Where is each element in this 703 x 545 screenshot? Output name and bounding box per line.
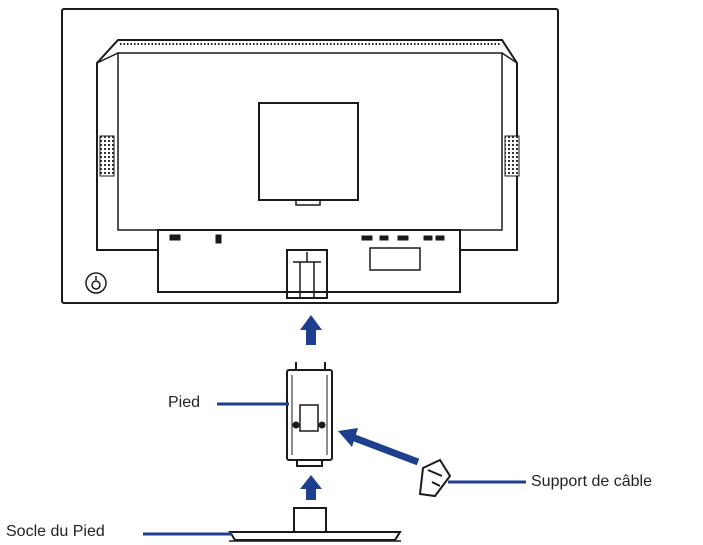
leader-lines (143, 402, 526, 536)
vesa-plate (258, 102, 359, 201)
kensington-lock-icon (85, 272, 107, 294)
rear-housing (96, 39, 518, 251)
rear-inner-panel (117, 52, 503, 231)
monitor-rear (61, 8, 559, 304)
io-panel (157, 230, 461, 293)
stand-neck (286, 362, 333, 467)
label-support-cable: Support de câble (531, 473, 652, 490)
monitor-frame (61, 8, 559, 304)
label-pied: Pied (168, 394, 201, 411)
arrow-up-icon (300, 315, 322, 345)
arrow-up-icon (300, 475, 322, 500)
label-socle: Socle du Pied (6, 523, 105, 540)
left-vent (99, 135, 115, 177)
cable-holder (418, 458, 452, 498)
stand-base (228, 507, 402, 542)
right-vent (504, 135, 520, 177)
cable-holder-arrow-icon (338, 428, 420, 466)
stand-socket (286, 249, 328, 299)
